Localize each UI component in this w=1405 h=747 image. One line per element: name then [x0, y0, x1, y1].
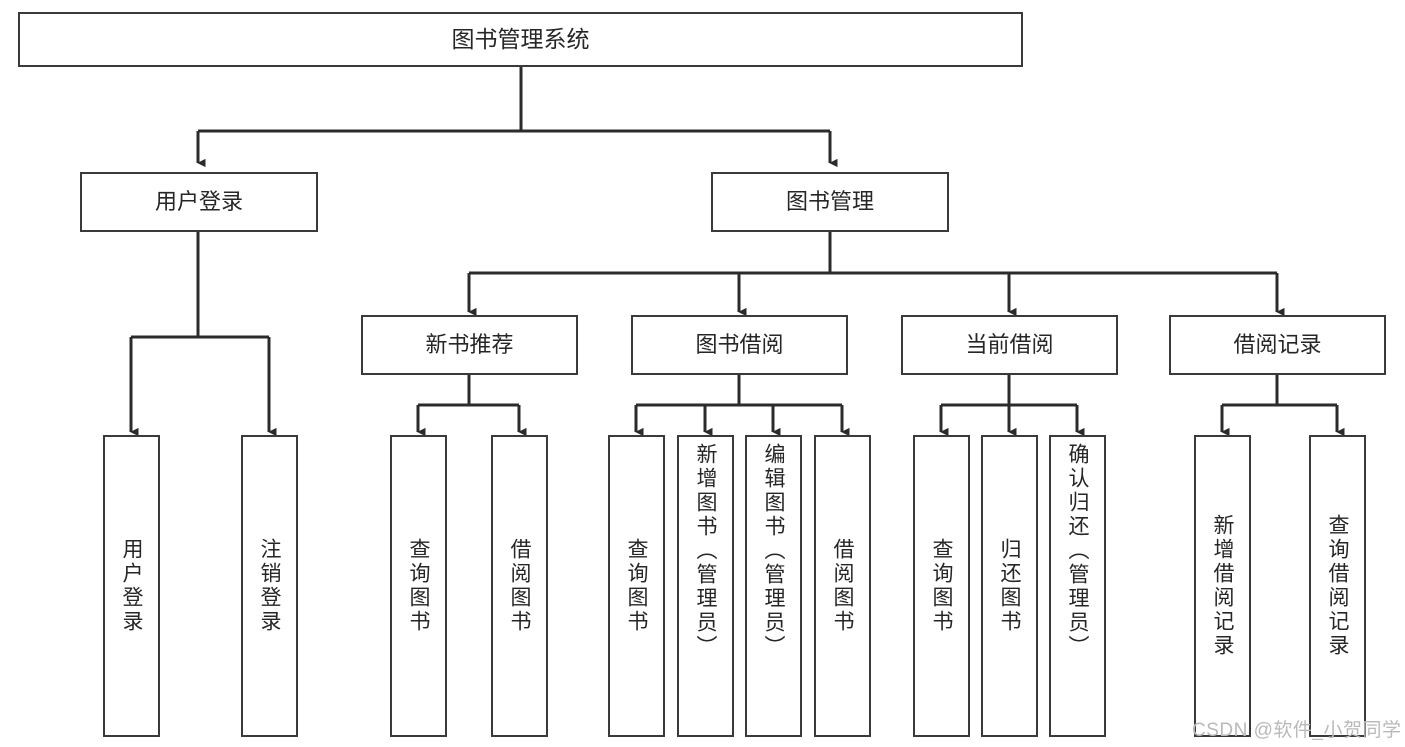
leaf-add-book-admin-label: 新增图书（管理员） [694, 443, 717, 659]
leaf-query-book-current[interactable]: 查询图书 [913, 435, 970, 737]
node-book-borrow-label: 图书借阅 [695, 332, 784, 358]
leaf-query-borrow-record[interactable]: 查询借阅记录 [1309, 435, 1366, 737]
leaf-query-book-newbook-label: 查询图书 [407, 538, 430, 634]
node-user-login[interactable]: 用户登录 [80, 172, 318, 232]
leaf-query-book-current-label: 查询图书 [930, 538, 953, 634]
node-book-management-label: 图书管理 [785, 189, 874, 215]
node-root-system-label: 图书管理系统 [451, 25, 590, 52]
node-borrow-record[interactable]: 借阅记录 [1169, 315, 1386, 375]
leaf-logout-login-label: 注销登录 [258, 538, 281, 634]
node-current-borrow[interactable]: 当前借阅 [901, 315, 1118, 375]
node-new-book-recommend-label: 新书推荐 [425, 332, 514, 358]
node-user-login-label: 用户登录 [154, 189, 243, 215]
leaf-query-borrow-record-label: 查询借阅记录 [1326, 514, 1349, 658]
node-root-system[interactable]: 图书管理系统 [18, 12, 1023, 67]
leaf-user-login[interactable]: 用户登录 [103, 435, 160, 737]
node-book-borrow[interactable]: 图书借阅 [631, 315, 848, 375]
leaf-borrow-book-borrow[interactable]: 借阅图书 [814, 435, 871, 737]
leaf-logout-login[interactable]: 注销登录 [241, 435, 298, 737]
leaf-add-borrow-record-label: 新增借阅记录 [1211, 514, 1234, 658]
leaf-borrow-book-borrow-label: 借阅图书 [831, 538, 854, 634]
node-current-borrow-label: 当前借阅 [965, 332, 1054, 358]
node-borrow-record-label: 借阅记录 [1233, 332, 1322, 358]
leaf-return-book[interactable]: 归还图书 [981, 435, 1038, 737]
leaf-confirm-return-admin-label: 确认归还（管理员） [1066, 443, 1089, 659]
leaf-query-book-borrow[interactable]: 查询图书 [608, 435, 665, 737]
leaf-user-login-label: 用户登录 [120, 538, 143, 634]
leaf-query-book-borrow-label: 查询图书 [625, 538, 648, 634]
leaf-borrow-book-newbook[interactable]: 借阅图书 [491, 435, 548, 737]
leaf-add-book-admin[interactable]: 新增图书（管理员） [677, 435, 734, 737]
leaf-add-borrow-record[interactable]: 新增借阅记录 [1194, 435, 1251, 737]
node-book-management[interactable]: 图书管理 [711, 172, 949, 232]
node-new-book-recommend[interactable]: 新书推荐 [361, 315, 578, 375]
leaf-return-book-label: 归还图书 [998, 538, 1021, 634]
leaf-edit-book-admin-label: 编辑图书（管理员） [762, 443, 785, 659]
leaf-borrow-book-newbook-label: 借阅图书 [508, 538, 531, 634]
leaf-query-book-newbook[interactable]: 查询图书 [390, 435, 447, 737]
leaf-edit-book-admin[interactable]: 编辑图书（管理员） [745, 435, 802, 737]
leaf-confirm-return-admin[interactable]: 确认归还（管理员） [1049, 435, 1106, 737]
